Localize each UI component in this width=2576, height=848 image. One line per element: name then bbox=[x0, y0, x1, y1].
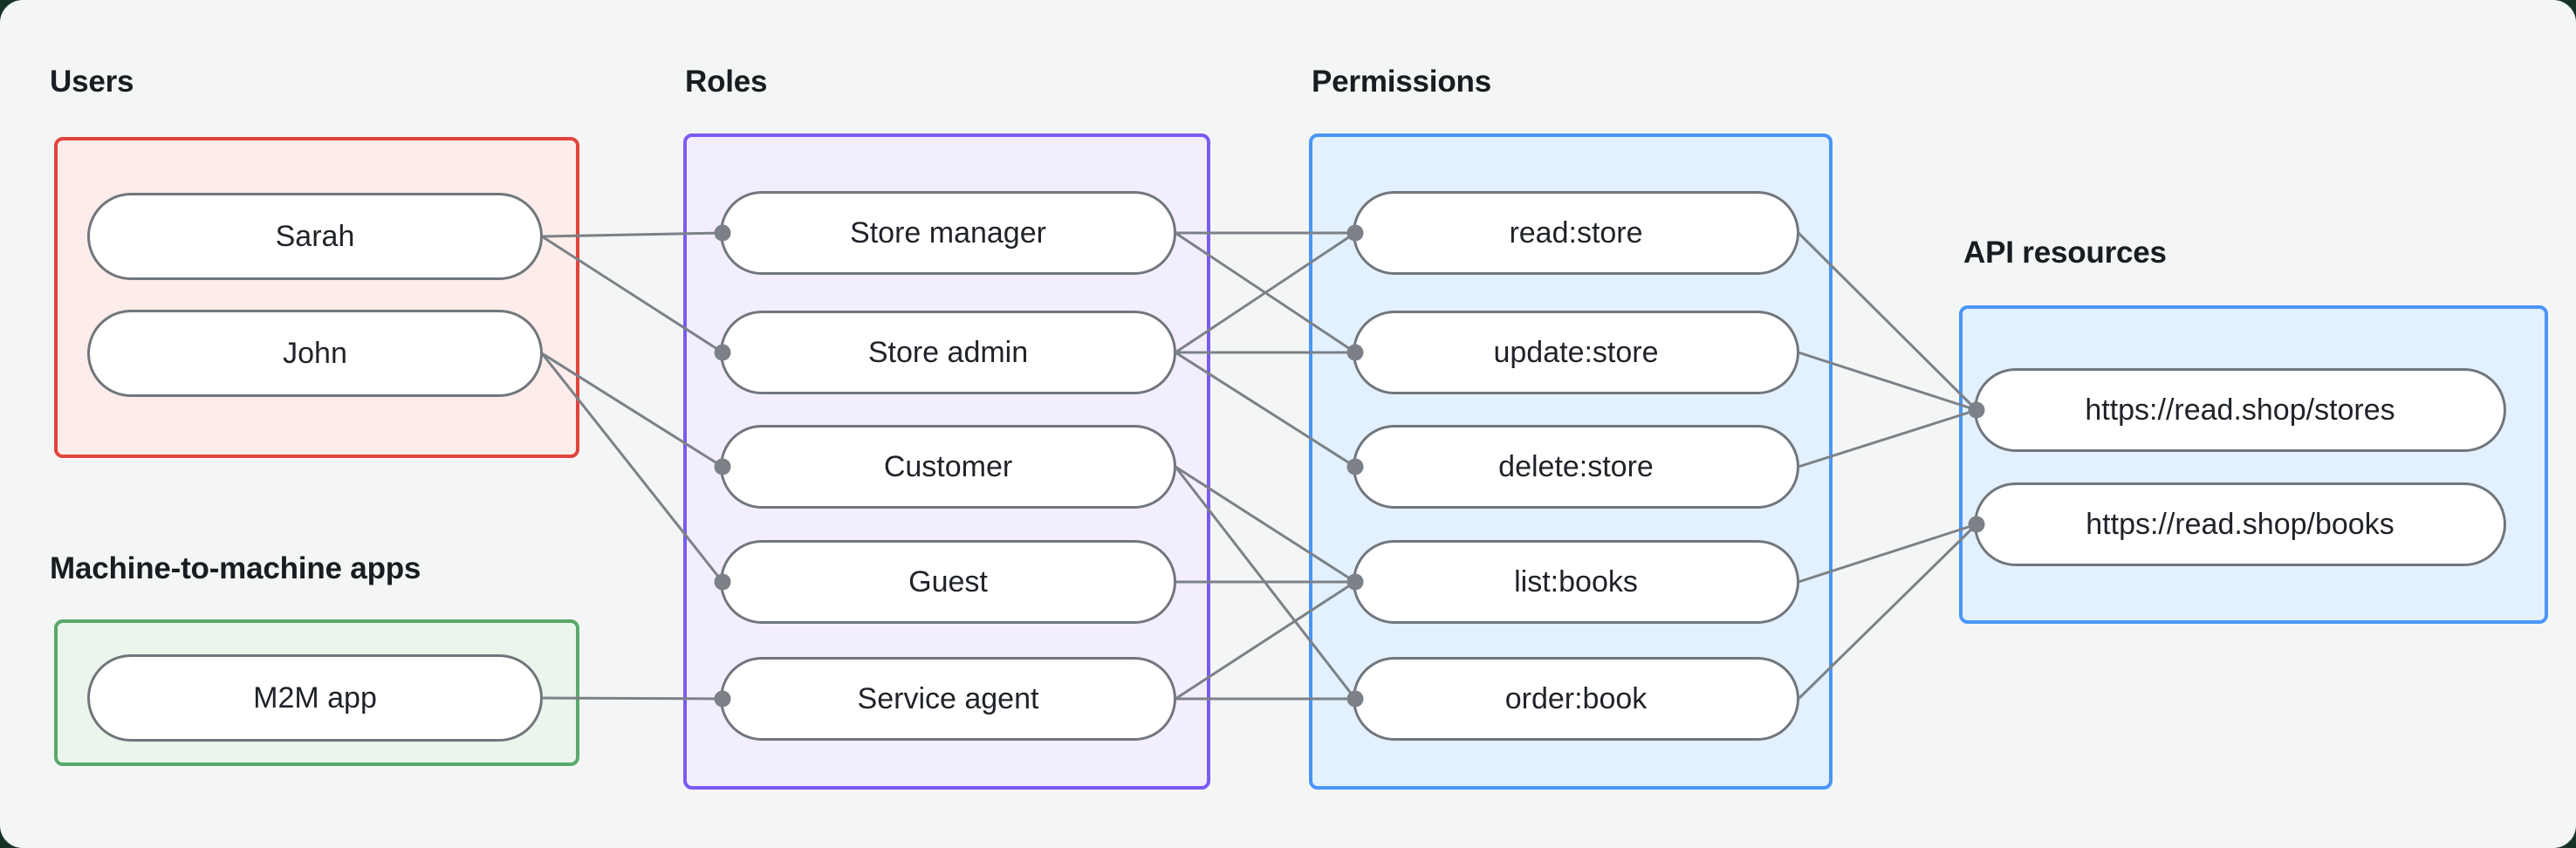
node-customer: Customer bbox=[720, 425, 1176, 509]
node-stores-api: https://read.shop/stores bbox=[1974, 368, 2506, 452]
node-john: John bbox=[87, 310, 543, 397]
node-books-api: https://read.shop/books bbox=[1974, 482, 2506, 566]
node-update-store: update:store bbox=[1353, 311, 1799, 394]
node-m2m-app: M2M app bbox=[87, 654, 543, 742]
users-group-box bbox=[54, 137, 579, 458]
node-store-admin: Store admin bbox=[720, 311, 1176, 394]
permissions-group-label: Permissions bbox=[1312, 65, 1491, 99]
node-sarah: Sarah bbox=[87, 193, 543, 280]
node-order-book: order:book bbox=[1353, 657, 1799, 741]
roles-group-label: Roles bbox=[685, 65, 768, 99]
node-delete-store: delete:store bbox=[1353, 425, 1799, 509]
node-read-store: read:store bbox=[1353, 191, 1799, 275]
node-list-books: list:books bbox=[1353, 540, 1799, 624]
node-store-manager: Store manager bbox=[720, 191, 1176, 275]
api-resources-group-label: API resources bbox=[1963, 236, 2167, 270]
users-group-label: Users bbox=[50, 65, 134, 99]
node-guest: Guest bbox=[720, 540, 1176, 624]
node-service-agent: Service agent bbox=[720, 657, 1176, 741]
m2m-group-label: Machine-to-machine apps bbox=[50, 551, 421, 585]
